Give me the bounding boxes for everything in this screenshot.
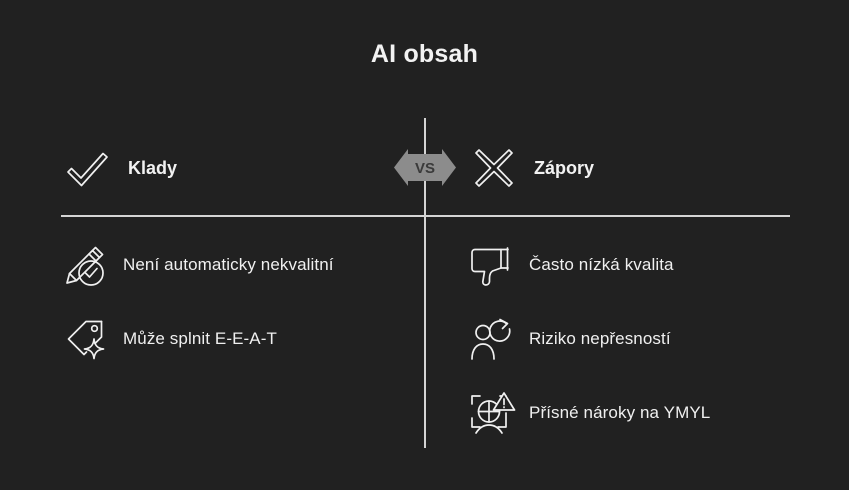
list-item: Riziko nepřesností [468, 310, 808, 368]
face-scan-warning-icon [468, 389, 516, 437]
list-item-label: Často nízká kvalita [529, 255, 674, 274]
pros-header-label: Klady [128, 157, 178, 178]
cons-header-row: Zápory [468, 142, 594, 194]
pros-list: Není automaticky nekvalitní Může splnit … [62, 236, 412, 384]
vs-badge-shape [394, 149, 456, 186]
list-item: Může splnit E-E-A-T [62, 310, 412, 368]
list-item-label: Může splnit E-E-A-T [123, 329, 277, 348]
cons-header-label: Zápory [534, 157, 595, 178]
list-item: Není automaticky nekvalitní [62, 236, 412, 294]
pros-header-row: Klady [62, 142, 177, 194]
vs-badge: VS [394, 145, 456, 190]
list-item: Přísné nároky na YMYL [468, 384, 808, 442]
thumbs-down-icon [468, 241, 516, 289]
vs-badge-label: VS [415, 160, 435, 177]
list-item-label: Není automaticky nekvalitní [123, 255, 334, 274]
person-refresh-icon [468, 315, 516, 363]
page-title: AI obsah [370, 40, 479, 68]
cons-list: Často nízká kvalita Riziko nepřesností [468, 236, 808, 458]
list-item-label: Riziko nepřesností [529, 329, 671, 348]
cross-icon [468, 142, 520, 194]
list-item-label: Přísné nároky na YMYL [529, 403, 711, 422]
vertical-divider [424, 118, 426, 448]
pencil-check-icon [62, 241, 110, 289]
list-item: Často nízká kvalita [468, 236, 808, 294]
tag-sparkle-icon [62, 315, 110, 363]
check-icon [62, 142, 114, 194]
